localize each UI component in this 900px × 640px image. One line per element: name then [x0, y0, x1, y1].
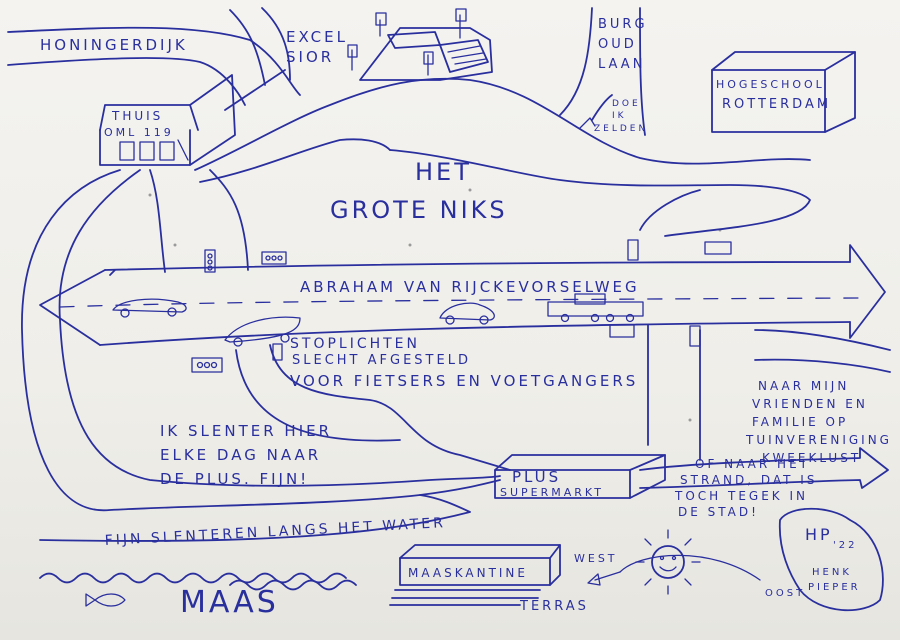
car-lower — [224, 316, 301, 347]
label-maas: MAAS — [180, 585, 279, 620]
label-stoplichten: STOPLICHTEN — [290, 336, 420, 352]
label-road-name: ABRAHAM VAN RIJCKEVORSELWEG — [300, 278, 640, 296]
label-henk: HENK — [812, 567, 852, 578]
het-grote-niks-area — [194, 69, 811, 237]
label-kweeklust: KWEEKLUST — [762, 451, 861, 465]
truck — [547, 293, 644, 323]
walking-route-loop — [21, 169, 501, 542]
arrow-west — [587, 571, 621, 586]
label-toch-tegek: TOCH TEGEK IN — [674, 489, 808, 503]
label-burg: BURG — [598, 17, 648, 32]
label-supermarkt: SUPERMARKT — [500, 486, 604, 499]
label-terras: TERRAS — [519, 599, 589, 614]
label-west: WEST — [574, 552, 618, 565]
plus-supermarket-building — [494, 454, 666, 499]
label-naar-mijn: NAAR MIJN — [758, 379, 849, 393]
traffic-light-icon — [191, 357, 223, 373]
car-middle — [439, 302, 495, 325]
traffic-light-icon — [689, 325, 701, 347]
label-de-plus: DE PLUS. FIJN! — [160, 470, 309, 488]
label-hogeschool: HOGESCHOOL — [716, 78, 825, 91]
car-left — [112, 298, 187, 318]
label-excelsior-line2: SIOR — [286, 48, 334, 66]
label-familie-op: FAMILIE OP — [752, 415, 848, 429]
arrow-to-beach — [639, 447, 889, 489]
paper-dot — [173, 243, 177, 247]
sun-icon — [619, 529, 761, 595]
label-signature-initials: HP — [805, 525, 833, 544]
connecting-roads — [149, 169, 701, 471]
label-doe: DOE — [612, 99, 641, 109]
label-strand-dat-is: STRAND, DAT IS — [680, 473, 817, 487]
label-fijn-slenteren: FIJN SLENTEREN LANGS HET WATER — [104, 515, 446, 549]
label-oml: OML 119 — [104, 126, 174, 139]
label-thuis: THUIS — [111, 109, 163, 123]
label-ik: IK — [612, 111, 627, 121]
traffic-light-icon — [627, 239, 639, 261]
label-zelden: ZELDEN — [594, 124, 648, 134]
paper-dot — [468, 188, 472, 192]
label-slecht-afgesteld: SLECHT AFGESTELD — [292, 353, 471, 368]
paper-dot — [408, 243, 412, 247]
fish-icon — [85, 593, 126, 607]
abraham-van-rijckevorselweg-road — [39, 244, 886, 346]
label-maaskantine: MAASKANTINE — [408, 566, 528, 580]
burg-oud-laan-road — [559, 7, 646, 136]
label-de-stad: DE STAD! — [678, 505, 759, 519]
traffic-light-icon — [609, 324, 635, 338]
label-plus: PLUS — [512, 468, 561, 486]
traffic-light-icon — [272, 343, 283, 361]
label-of-naar-het: OF NAAR HET — [695, 457, 810, 471]
arrow-doe-ik-zelden — [591, 94, 613, 121]
traffic-light-icon — [261, 251, 287, 265]
label-signature-year: '22 — [833, 540, 857, 551]
label-rotterdam: ROTTERDAM — [722, 97, 831, 112]
label-pieper: PIEPER — [808, 582, 861, 593]
arrow-to-vrienden — [754, 329, 891, 373]
label-excelsior-line1: EXCEL — [286, 28, 348, 46]
traffic-light-icon — [204, 249, 216, 273]
label-tuinvereniging: TUINVERENIGING — [745, 433, 892, 447]
label-elke-dag: ELKE DAG NAAR — [160, 446, 321, 464]
paper-dot — [688, 418, 692, 422]
label-het: HET — [415, 158, 472, 186]
maas-water — [39, 572, 357, 591]
excelsior-stadium — [347, 8, 493, 81]
maaskantine-building — [389, 544, 561, 606]
label-ik-slenter: IK SLENTER HIER — [160, 422, 332, 440]
label-laan: LAAN — [598, 57, 645, 72]
label-grote-niks: GROTE NIKS — [330, 196, 508, 224]
label-oud: OUD — [598, 37, 637, 52]
paper-dot — [148, 193, 152, 197]
label-voor-fietsers: VOOR FIETSERS EN VOETGANGERS — [290, 372, 638, 390]
label-vrienden-en: VRIENDEN EN — [752, 397, 868, 411]
traffic-light-icon — [704, 241, 732, 255]
hogeschool-building — [711, 51, 856, 133]
signature-outline — [778, 507, 884, 612]
label-honingerdijk: HONINGERDIJK — [40, 36, 188, 54]
honingerdijk-road — [7, 7, 301, 106]
label-oost: OOST — [765, 588, 805, 599]
